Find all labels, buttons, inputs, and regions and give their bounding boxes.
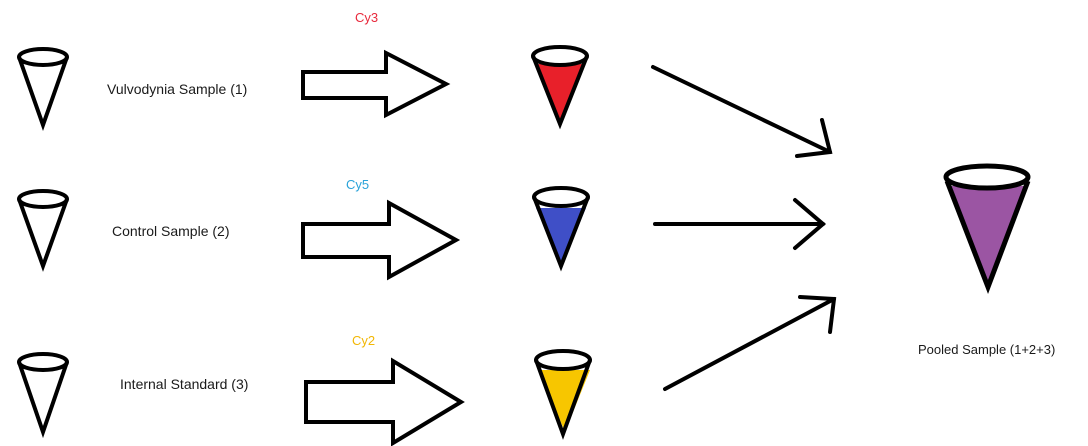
labeling-arrow-2	[301, 199, 461, 281]
dye-label-cy5: Cy5	[346, 177, 370, 192]
pooled-tube	[943, 163, 1031, 295]
sample-label-1: Vulvodynia Sample (1)	[107, 81, 248, 97]
labeling-arrow-3	[304, 357, 465, 446]
labeling-arrow-1	[301, 49, 451, 119]
labeled-tube-cy2	[534, 349, 592, 440]
sample-label-3: Internal Standard (3)	[120, 376, 249, 392]
pool-arrow-2	[653, 198, 827, 250]
labeled-tube-cy3	[531, 45, 589, 130]
sample-label-2: Control Sample (2)	[112, 223, 230, 239]
empty-tube-3	[17, 352, 69, 439]
labeled-tube-cy5	[532, 186, 590, 272]
dye-label-cy3: Cy3	[355, 10, 379, 25]
dye-label-cy2: Cy2	[352, 333, 376, 348]
pool-arrow-1	[651, 65, 833, 158]
pool-arrow-3	[663, 295, 837, 391]
empty-tube-2	[17, 189, 69, 272]
pooled-sample-label: Pooled Sample (1+2+3)	[918, 342, 1056, 357]
empty-tube-1	[17, 47, 69, 132]
